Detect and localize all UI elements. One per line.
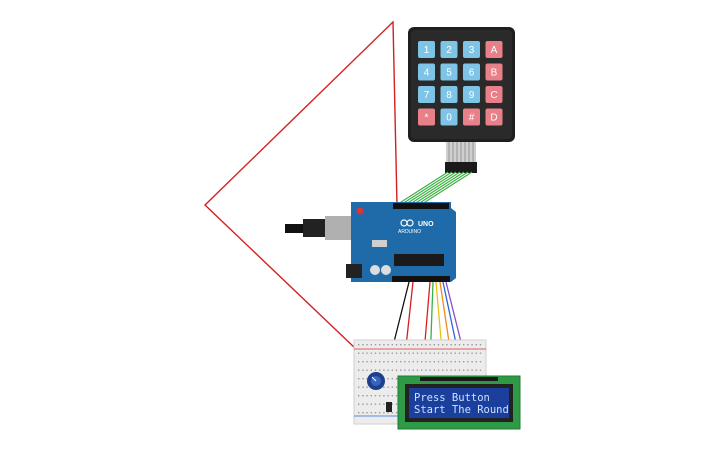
- keypad-key-cap: [418, 108, 435, 126]
- keypad-key-7[interactable]: 7: [418, 86, 435, 103]
- keypad-key-cap: [418, 86, 435, 103]
- keypad-key-5[interactable]: 5: [440, 63, 458, 81]
- lcd-screen: [409, 388, 509, 418]
- resistor[interactable]: [386, 402, 392, 412]
- lcd-header: [420, 377, 498, 381]
- keypad-key-label: C: [490, 90, 497, 101]
- keypad-key-6[interactable]: 6: [463, 63, 480, 81]
- keypad-keys: 1 2 3 A 4 5 6 B 7 8 9 C * 0 # D: [418, 41, 503, 126]
- keypad-key-cap: [440, 41, 458, 58]
- arduino-uno[interactable]: UNO ARDUINO: [346, 202, 456, 282]
- keypad-key-label: D: [490, 113, 497, 124]
- keypad-key-label: 6: [469, 68, 475, 79]
- keypad-key-4[interactable]: 4: [418, 63, 435, 81]
- usb-connector: [325, 216, 355, 240]
- keypad-key-label: *: [425, 113, 429, 124]
- usb-plug-body: [303, 219, 325, 237]
- arduino-capacitor-2: [381, 265, 391, 275]
- keypad-key-1[interactable]: 1: [418, 41, 435, 58]
- potentiometer-indicator: [371, 376, 377, 382]
- keypad-key-0[interactable]: 0: [440, 108, 458, 126]
- keypad-key-8[interactable]: 8: [440, 86, 458, 103]
- arduino-pcb: [351, 202, 456, 282]
- keypad-key-label: 4: [424, 68, 430, 79]
- keypad-key-label: 9: [469, 90, 475, 101]
- keypad-key-label: 2: [446, 45, 452, 56]
- arduino-brand-label: ARDUINO: [398, 229, 421, 235]
- wire-group-keypad[interactable]: [397, 171, 473, 205]
- keypad-key-cap: [485, 86, 503, 103]
- keypad-key-cap: [440, 108, 458, 126]
- keypad-key-label: A: [491, 45, 498, 56]
- keypad-key-*[interactable]: *: [418, 108, 435, 126]
- lcd-line-1: Press Button: [414, 392, 490, 404]
- keypad-key-cap: [418, 41, 435, 58]
- arduino-logo: [400, 219, 414, 227]
- keypad-key-label: 5: [446, 68, 452, 79]
- keypad-key-label: #: [469, 113, 475, 124]
- lcd-module[interactable]: Press Button Start The Round: [397, 375, 521, 430]
- keypad-key-cap: [463, 41, 480, 58]
- keypad-key-9[interactable]: 9: [463, 86, 480, 103]
- keypad-key-C[interactable]: C: [485, 86, 503, 103]
- keypad-key-label: 0: [446, 113, 452, 124]
- keypad-key-cap: [463, 63, 480, 81]
- keypad[interactable]: 1 2 3 A 4 5 6 B 7 8 9 C * 0 # D: [408, 27, 515, 173]
- usb-cable-end: [285, 224, 303, 233]
- arduino-header-digital: [393, 203, 449, 209]
- potentiometer[interactable]: [367, 372, 385, 390]
- arduino-power-jack: [346, 264, 362, 278]
- arduino-reset-button[interactable]: [356, 207, 364, 215]
- keypad-key-B[interactable]: B: [485, 63, 503, 81]
- usb-cable[interactable]: [285, 216, 355, 240]
- keypad-key-3[interactable]: 3: [463, 41, 480, 58]
- keypad-key-label: B: [491, 68, 498, 79]
- keypad-key-D[interactable]: D: [485, 108, 503, 126]
- keypad-key-cap: [485, 63, 503, 81]
- arduino-capacitor-1: [370, 265, 380, 275]
- keypad-key-cap: [418, 63, 435, 81]
- keypad-key-2[interactable]: 2: [440, 41, 458, 58]
- arduino-header-analog: [392, 276, 450, 282]
- keypad-key-label: 3: [469, 45, 475, 56]
- arduino-crystal: [372, 240, 387, 247]
- keypad-ribbon-lines: [448, 142, 474, 162]
- keypad-key-cap: [485, 41, 503, 58]
- keypad-key-cap: [440, 86, 458, 103]
- keypad-key-#[interactable]: #: [463, 108, 480, 126]
- keypad-key-label: 8: [446, 90, 452, 101]
- keypad-key-label: 7: [424, 90, 430, 101]
- keypad-key-cap: [463, 108, 480, 126]
- arduino-model-label: UNO: [418, 221, 434, 228]
- keypad-key-cap: [463, 86, 480, 103]
- keypad-key-cap: [485, 108, 503, 126]
- lcd-line-2: Start The Round: [414, 404, 509, 416]
- keypad-key-A[interactable]: A: [485, 41, 503, 58]
- keypad-key-label: 1: [424, 45, 430, 56]
- arduino-chip: [394, 254, 444, 266]
- keypad-key-cap: [440, 63, 458, 81]
- keypad-connector: [445, 162, 477, 173]
- wire-red-loop[interactable]: [203, 20, 398, 371]
